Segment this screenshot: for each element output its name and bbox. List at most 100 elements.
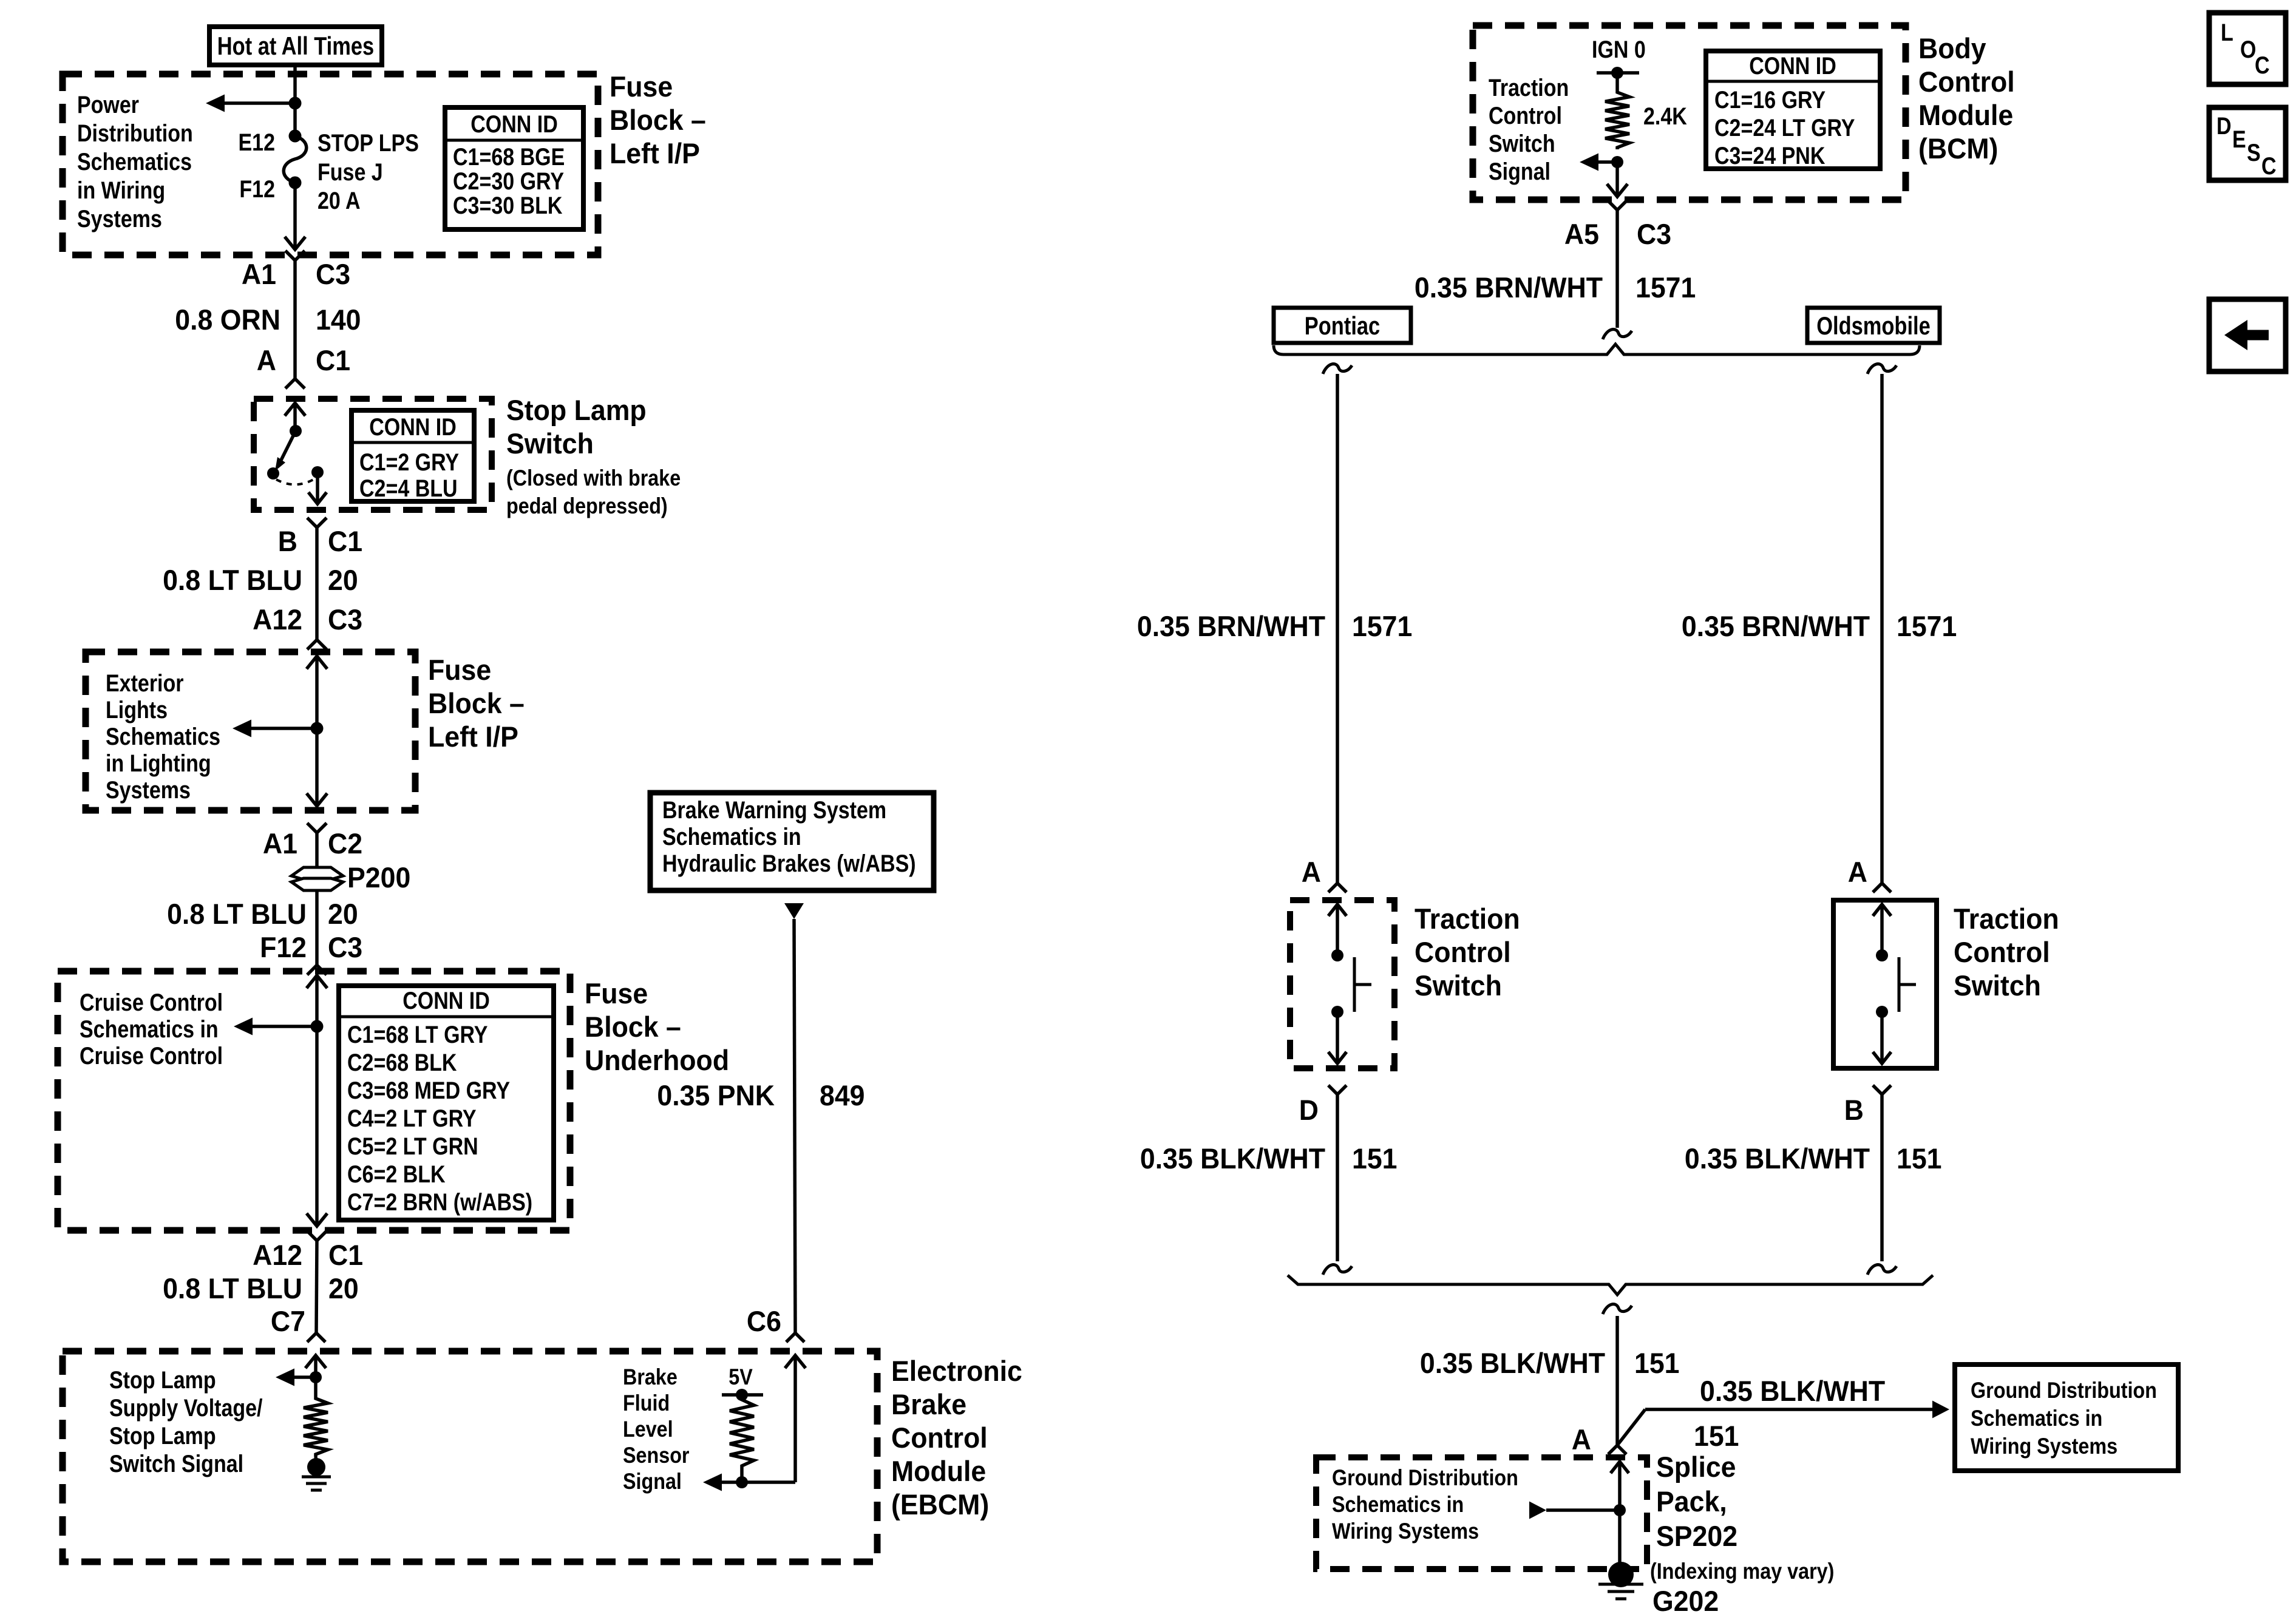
svg-text:C1=68 LT GRY: C1=68 LT GRY [347,1022,488,1048]
svg-text:A: A [1572,1423,1591,1456]
svg-text:Pack,: Pack, [1656,1485,1727,1517]
svg-text:C2=68 BLK: C2=68 BLK [347,1049,457,1076]
svg-text:Schematics in: Schematics in [1332,1492,1464,1517]
svg-text:D: D [2216,113,2232,140]
svg-text:0.35 BRN/WHT: 0.35 BRN/WHT [1415,271,1603,303]
svg-text:IGN 0: IGN 0 [1592,36,1646,63]
svg-text:20: 20 [328,898,358,930]
svg-text:Fuse J: Fuse J [318,159,383,186]
svg-text:A: A [1302,856,1321,888]
svg-text:Ground Distribution: Ground Distribution [1971,1378,2157,1403]
svg-text:Control: Control [1489,103,1562,129]
svg-text:D: D [1299,1094,1319,1126]
svg-text:C2=4 BLU: C2=4 BLU [359,475,458,502]
svg-text:C: C [2255,52,2270,79]
svg-text:Brake: Brake [623,1364,678,1389]
svg-text:pedal depressed): pedal depressed) [506,493,668,518]
svg-text:Schematics: Schematics [106,724,220,750]
svg-text:C1=16 GRY: C1=16 GRY [1714,87,1826,114]
svg-text:0.35 BLK/WHT: 0.35 BLK/WHT [1685,1142,1870,1175]
svg-text:Traction: Traction [1415,903,1520,935]
svg-text:151: 151 [1634,1347,1680,1379]
svg-text:Brake: Brake [891,1388,966,1420]
svg-text:Wiring Systems: Wiring Systems [1332,1519,1479,1544]
svg-text:C3=68 MED GRY: C3=68 MED GRY [347,1077,510,1104]
svg-text:0.35 BLK/WHT: 0.35 BLK/WHT [1140,1142,1325,1175]
svg-text:Left I/P: Left I/P [610,137,700,169]
svg-text:E12: E12 [239,129,276,156]
svg-text:Underhood: Underhood [585,1044,729,1076]
svg-text:CONN ID: CONN ID [1749,53,1836,80]
svg-text:0.35 PNK: 0.35 PNK [657,1079,775,1111]
svg-text:CONN ID: CONN ID [402,988,490,1014]
svg-text:A1: A1 [242,258,276,290]
svg-text:140: 140 [316,303,361,336]
svg-text:Exterior: Exterior [106,670,184,697]
svg-text:Lights: Lights [106,697,168,724]
svg-text:Systems: Systems [106,777,191,804]
svg-text:Control: Control [1954,936,2050,968]
svg-text:C5=2 LT GRN: C5=2 LT GRN [347,1133,478,1160]
svg-text:(Indexing may vary): (Indexing may vary) [1650,1559,1834,1584]
svg-text:C1=68 BGE: C1=68 BGE [453,144,565,171]
svg-text:C3=30 BLK: C3=30 BLK [453,192,563,219]
svg-text:C2=24 LT GRY: C2=24 LT GRY [1714,115,1855,141]
svg-text:C1: C1 [328,525,362,557]
svg-text:(EBCM): (EBCM) [891,1488,989,1520]
svg-text:Level: Level [623,1417,673,1442]
svg-text:2.4K: 2.4K [1643,103,1687,130]
svg-text:Schematics in: Schematics in [1971,1406,2102,1431]
svg-text:0.8 LT BLU: 0.8 LT BLU [163,564,302,596]
svg-text:SP202: SP202 [1656,1520,1737,1552]
svg-text:151: 151 [1694,1420,1739,1452]
svg-text:A5: A5 [1564,218,1599,250]
svg-text:in Lighting: in Lighting [106,750,211,777]
svg-text:B: B [278,525,297,557]
svg-text:C6=2 BLK: C6=2 BLK [347,1161,446,1188]
svg-text:Hot at All Times: Hot at All Times [217,32,374,60]
svg-text:151: 151 [1352,1142,1398,1175]
svg-text:20 A: 20 A [318,188,361,214]
svg-text:Oldsmobile: Oldsmobile [1816,311,1931,340]
svg-text:C1=2 GRY: C1=2 GRY [359,449,459,476]
svg-text:5V: 5V [729,1364,753,1389]
svg-text:Stop Lamp: Stop Lamp [109,1367,216,1394]
svg-text:A12: A12 [253,603,302,636]
svg-text:(Closed with brake: (Closed with brake [506,466,681,490]
svg-text:0.8 ORN: 0.8 ORN [175,303,280,336]
svg-text:Block –: Block – [585,1011,681,1043]
svg-text:P200: P200 [347,861,410,893]
svg-text:C6: C6 [747,1305,781,1337]
svg-text:Fluid: Fluid [623,1391,670,1415]
svg-text:Electronic: Electronic [891,1355,1022,1387]
svg-text:Power: Power [77,92,139,118]
svg-text:Sensor: Sensor [623,1443,690,1468]
svg-text:A1: A1 [263,827,297,859]
svg-text:C: C [2261,153,2277,180]
svg-text:C3=24 PNK: C3=24 PNK [1714,143,1825,169]
svg-text:0.35 BLK/WHT: 0.35 BLK/WHT [1700,1375,1885,1407]
svg-text:C3: C3 [1637,218,1671,250]
svg-text:Systems: Systems [77,206,162,232]
svg-text:Switch: Switch [1954,969,2041,1002]
svg-text:Traction: Traction [1489,75,1569,101]
svg-text:Splice: Splice [1656,1451,1736,1483]
svg-text:L: L [2221,19,2233,46]
svg-text:Schematics in: Schematics in [662,824,801,850]
svg-text:20: 20 [328,564,358,596]
svg-text:C3: C3 [316,258,350,290]
svg-text:0.8 LT BLU: 0.8 LT BLU [163,1272,302,1304]
svg-text:Schematics: Schematics [77,149,192,175]
svg-text:Fuse: Fuse [585,977,648,1009]
svg-text:Supply Voltage/: Supply Voltage/ [109,1395,263,1422]
svg-text:C1: C1 [328,1239,363,1271]
svg-text:Wiring Systems: Wiring Systems [1971,1434,2118,1459]
svg-text:CONN ID: CONN ID [470,111,558,138]
svg-text:C1: C1 [316,344,350,376]
svg-text:C3: C3 [328,931,362,963]
svg-text:1571: 1571 [1897,610,1957,642]
svg-text:1571: 1571 [1635,271,1696,303]
svg-text:Switch: Switch [1415,969,1502,1002]
svg-text:Control: Control [1415,936,1511,968]
svg-text:S: S [2247,140,2261,166]
